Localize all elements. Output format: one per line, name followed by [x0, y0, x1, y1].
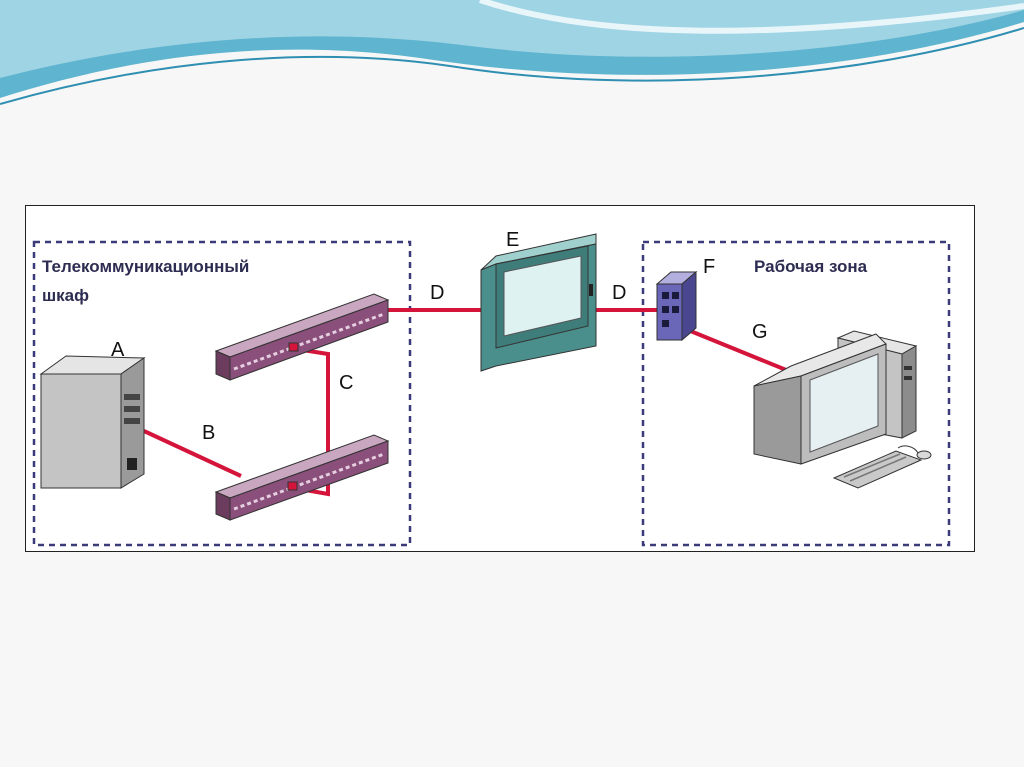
telecom-cabinet-title-line2: шкаф	[42, 286, 89, 305]
label-e: E	[506, 229, 519, 251]
label-a: A	[111, 339, 125, 361]
network-diagram: Телекоммуникационный шкаф Рабочая зона	[25, 205, 975, 552]
label-c: C	[339, 372, 353, 394]
workstation-computer	[753, 330, 932, 489]
label-f: F	[703, 256, 715, 278]
cable-b	[143, 429, 242, 478]
patch-panel-upper	[214, 293, 390, 381]
work-area-title: Рабочая зона	[754, 257, 868, 276]
label-d-left: D	[430, 282, 444, 304]
header-wave-light	[0, 0, 1024, 78]
header-wave-highlight	[0, 27, 1024, 105]
cable-g	[687, 328, 802, 378]
cables	[143, 308, 802, 497]
work-area-zone	[641, 240, 951, 547]
patch-panel-lower	[214, 434, 390, 521]
diagram-canvas: Телекоммуникационный шкаф Рабочая зона	[32, 229, 951, 547]
cross-connect-cabinet	[480, 233, 597, 372]
telecom-cabinet-title-line1: Телекоммуникационный	[42, 257, 249, 276]
telecom-cabinet-zone	[32, 240, 412, 547]
header-wave-white	[479, 0, 1024, 34]
label-b: B	[202, 422, 215, 444]
label-g: G	[752, 321, 768, 343]
server-tower	[39, 355, 146, 489]
wall-outlet	[655, 270, 698, 342]
label-d-right: D	[612, 282, 626, 304]
